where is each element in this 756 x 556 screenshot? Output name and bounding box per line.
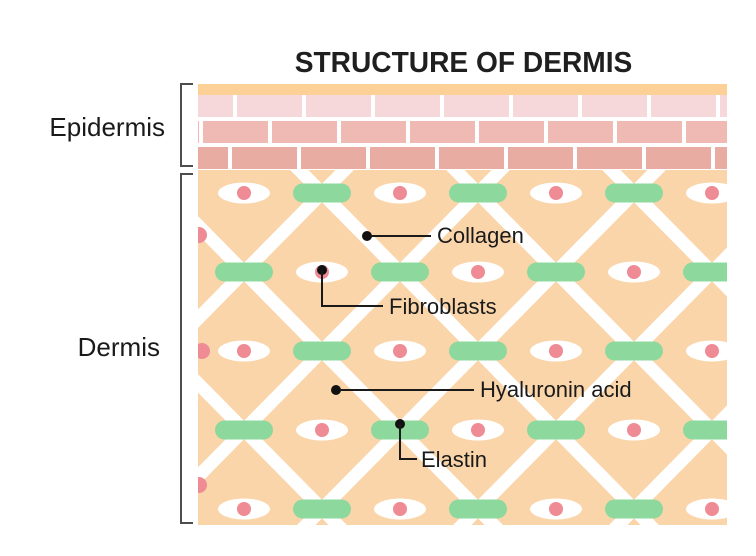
elastin-capsule <box>293 499 351 519</box>
skin-cross-section-illustration <box>198 84 727 525</box>
brick-mortar-joint <box>573 147 577 169</box>
fibroblast-nucleus <box>705 344 719 358</box>
hyaluronin-dot <box>198 227 207 243</box>
elastin-capsule <box>293 341 351 361</box>
elastin-capsule <box>293 183 351 203</box>
dermis-bracket <box>180 173 193 524</box>
elastin-capsule <box>527 420 585 440</box>
fibroblast-nucleus <box>393 502 407 516</box>
fibroblast-nucleus <box>237 502 251 516</box>
brick-mortar-joint <box>613 121 617 143</box>
elastin-capsule <box>371 262 429 282</box>
epidermis-bracket <box>180 83 193 167</box>
brick-mortar-joint <box>337 121 341 143</box>
brick-row <box>198 95 727 117</box>
fibroblast-nucleus <box>705 186 719 200</box>
fibroblasts-leader-line-horizontal <box>322 305 383 307</box>
fibroblast-nucleus <box>549 502 563 516</box>
elastin-capsule <box>215 262 273 282</box>
hyaluronin-acid-leader-line <box>340 389 474 391</box>
brick-mortar-joint <box>297 147 301 169</box>
brick-mortar-joint <box>435 147 439 169</box>
brick-row <box>198 147 727 169</box>
elastin-capsule <box>527 262 585 282</box>
brick-mortar-joint <box>199 121 203 143</box>
fibroblast-nucleus <box>315 423 329 437</box>
brick-mortar-joint <box>268 121 272 143</box>
brick-mortar-joint <box>233 95 237 117</box>
fibroblasts-leader-line-vertical <box>321 270 323 307</box>
brick-mortar-joint <box>302 95 306 117</box>
fibroblast-nucleus <box>393 344 407 358</box>
collagen-leader-dot <box>362 231 372 241</box>
brick-mortar-joint <box>406 121 410 143</box>
epidermis-top-strip <box>198 84 727 95</box>
fibroblast-nucleus <box>549 186 563 200</box>
fibroblast-nucleus <box>471 423 485 437</box>
brick-mortar-joint <box>642 147 646 169</box>
brick-mortar-joint <box>366 147 370 169</box>
elastin-leader-line-vertical <box>399 424 401 460</box>
dermis-layer <box>198 170 727 525</box>
diagram-title: STRUCTURE OF DERMIS <box>294 47 633 80</box>
collagen-label: Collagen <box>437 223 524 248</box>
fibroblast-nucleus <box>237 186 251 200</box>
fibroblast-nucleus <box>393 186 407 200</box>
elastin-capsule <box>605 499 663 519</box>
brick-mortar-joint <box>440 95 444 117</box>
elastin-capsule <box>215 420 273 440</box>
brick-mortar-joint <box>544 121 548 143</box>
brick-mortar-joint <box>475 121 479 143</box>
elastin-leader-line-horizontal <box>400 458 417 460</box>
brick-mortar-joint <box>716 95 720 117</box>
elastin-label: Elastin <box>421 447 488 472</box>
fibroblast-nucleus <box>549 344 563 358</box>
fibroblast-nucleus <box>237 344 251 358</box>
epidermis-brick-layers <box>198 95 727 169</box>
brick-mortar-joint <box>228 147 232 169</box>
brick-mortar-joint <box>682 121 686 143</box>
fibroblast-nucleus <box>471 265 485 279</box>
fibroblast-nucleus <box>705 502 719 516</box>
elastin-capsule <box>449 183 507 203</box>
elastin-capsule <box>449 499 507 519</box>
brick-mortar-joint <box>504 147 508 169</box>
fibroblast-nucleus <box>627 265 641 279</box>
fibroblasts-label: Fibroblasts <box>389 294 497 319</box>
dermis-layer-label: Dermis <box>77 332 160 362</box>
brick-row <box>198 121 727 143</box>
epidermis-layer-label: Epidermis <box>49 112 165 142</box>
fibroblast-nucleus <box>627 423 641 437</box>
dermis-cells <box>215 182 727 520</box>
elastin-capsule <box>605 183 663 203</box>
brick-mortar-joint <box>578 95 582 117</box>
hyaluronin-acid-leader-dot <box>331 385 341 395</box>
elastin-capsule <box>683 262 727 282</box>
brick-mortar-joint <box>647 95 651 117</box>
brick-mortar-joint <box>371 95 375 117</box>
hyaluronin-acid-label: Hyaluronin acid <box>480 377 632 402</box>
collagen-leader-line <box>371 235 431 237</box>
hyaluronin-dot <box>198 343 210 359</box>
brick-mortar-joint <box>711 147 715 169</box>
hyaluronin-dot <box>198 477 207 493</box>
brick-mortar-joint <box>509 95 513 117</box>
elastin-capsule <box>449 341 507 361</box>
elastin-capsule <box>605 341 663 361</box>
elastin-capsule <box>683 420 727 440</box>
